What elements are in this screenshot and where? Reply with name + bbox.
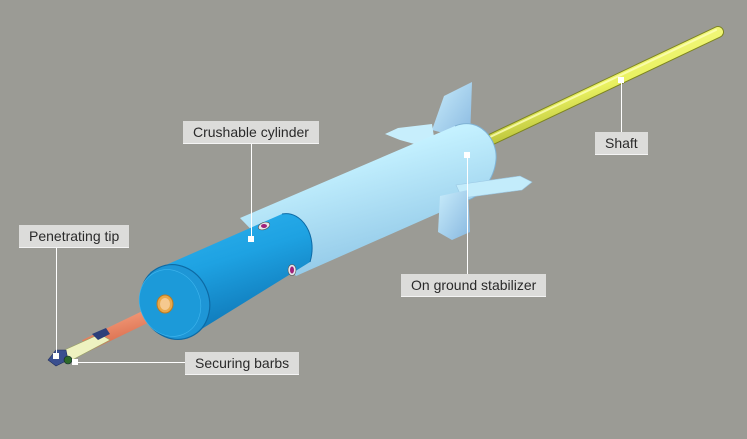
- crushable-cylinder-part: [138, 213, 313, 340]
- anchor-penetrating-tip: [53, 353, 59, 359]
- anchor-on-ground-stabilizer: [464, 152, 470, 158]
- penetrating-tip-part: [47, 328, 111, 367]
- leader-on-ground-stabilizer: [467, 156, 468, 274]
- leader-crushable-cylinder: [251, 143, 252, 238]
- leader-penetrating-tip: [56, 247, 57, 357]
- stabilizer-fins-front: [438, 175, 533, 240]
- label-on-ground-stabilizer: On ground stabilizer: [401, 274, 547, 297]
- label-crushable-cylinder: Crushable cylinder: [183, 121, 319, 144]
- anchor-shaft: [618, 77, 624, 83]
- leader-shaft: [621, 80, 622, 132]
- anchor-securing-barbs: [72, 359, 78, 365]
- label-penetrating-tip: Penetrating tip: [19, 225, 130, 248]
- label-shaft: Shaft: [595, 132, 648, 155]
- label-securing-barbs: Securing barbs: [185, 352, 300, 375]
- shaft-part: [484, 26, 724, 146]
- leader-securing-barbs: [74, 362, 186, 363]
- anchor-crushable-cylinder: [248, 236, 254, 242]
